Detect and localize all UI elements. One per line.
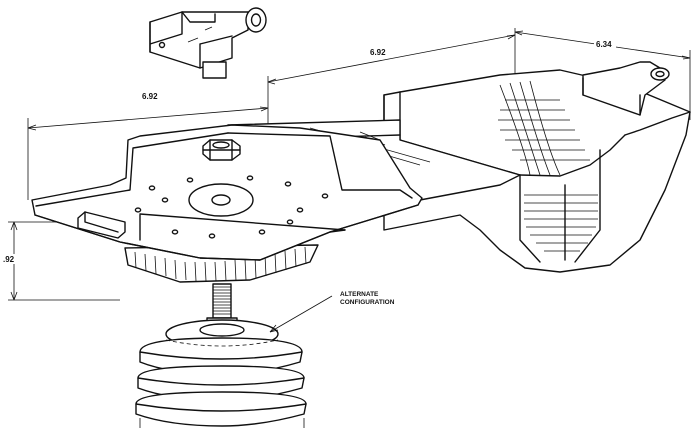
dimension-width-left: 6.92 [27,91,269,200]
center-washer [188,183,254,217]
alternate-pulley-stack [135,319,307,428]
dimension-label-width-top: 6.92 [370,48,386,57]
callout-line-1: ALTERNATE [340,291,379,298]
plate-mounting-holes [134,175,329,239]
mounting-bracket-detail [149,7,267,79]
dimension-width-top: 6.92 [267,34,516,150]
dimension-height-left: .92 [2,221,120,301]
callout-line-2: CONFIGURATION [340,299,395,306]
tray-housing [383,61,691,273]
dimension-depth-right: 6.34 [514,28,691,120]
dimension-label-depth-right: 6.34 [596,40,612,49]
callout-alternate-configuration: ALTERNATE CONFIGURATION [269,291,395,333]
hex-nut [202,139,241,161]
dimension-label-width-left: 6.92 [142,92,158,101]
dimension-label-height-left: .92 [3,255,15,264]
